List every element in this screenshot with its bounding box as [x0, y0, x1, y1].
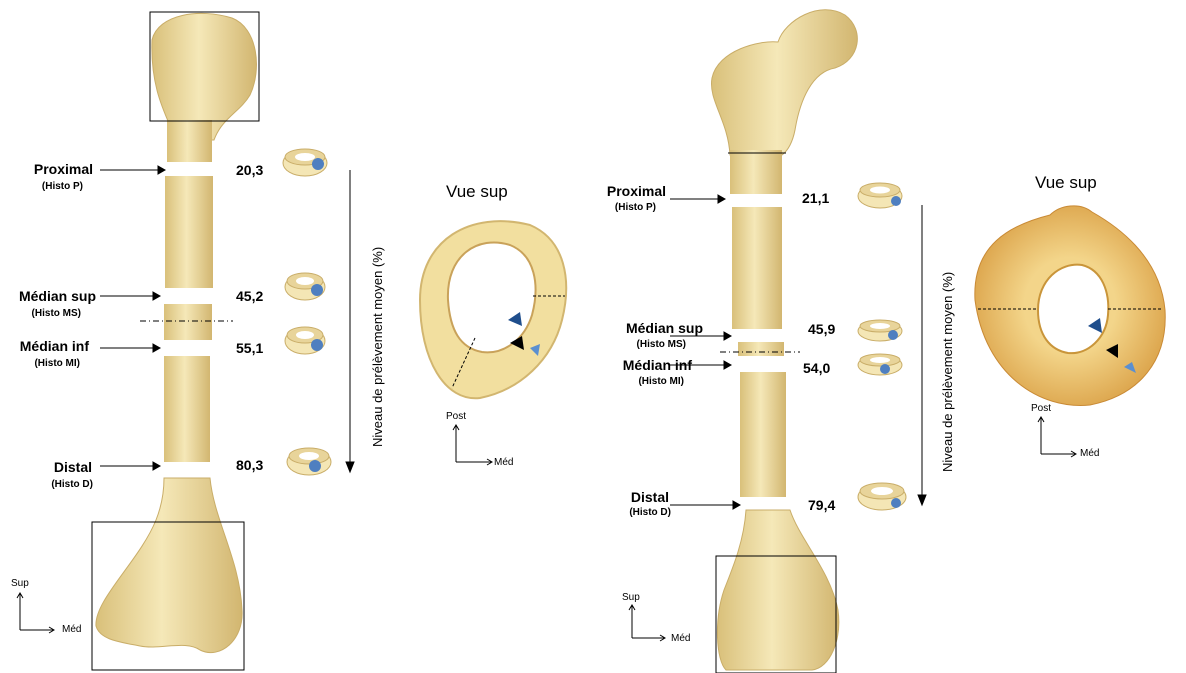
right-median-inf-sub: (Histo MI) [560, 376, 684, 388]
right-femur-shaft-3 [740, 372, 786, 497]
left-humerus [17, 12, 566, 670]
left-ring-median-inf [285, 327, 325, 354]
left-distal-sub: (Histo D) [0, 479, 93, 491]
right-proximal-sub: (Histo P) [560, 202, 656, 214]
left-corner-med: Méd [62, 624, 81, 635]
left-view-axes [453, 425, 492, 465]
right-ring-median-inf [858, 354, 902, 375]
right-view-title: Vue sup [1035, 173, 1097, 193]
left-median-sup-value: 45,2 [236, 288, 263, 304]
left-ring-proximal [283, 149, 327, 176]
right-ring-distal [858, 483, 906, 510]
right-view-med: Méd [1080, 448, 1099, 459]
right-cross-section [975, 206, 1165, 406]
left-view-title: Vue sup [446, 182, 508, 202]
left-proximal-sub: (Histo P) [0, 181, 83, 193]
left-median-sup-label: Médian sup [0, 288, 96, 304]
left-humerus-shaft-1 [167, 120, 212, 162]
left-corner-sup: Sup [11, 578, 29, 589]
right-distal-label: Distal [560, 489, 669, 505]
left-humerus-shaft-2 [165, 176, 213, 288]
right-proximal-value: 21,1 [802, 190, 829, 206]
right-femur-distal [717, 510, 838, 670]
right-femur-shaft-2 [738, 342, 784, 356]
left-section-rings [283, 149, 331, 475]
right-femur-shaft-0 [730, 150, 782, 194]
right-level-axis-label: Niveau de prélèvement moyen (%) [940, 272, 955, 472]
right-median-inf-value: 54,0 [803, 360, 830, 376]
right-median-sup-value: 45,9 [808, 321, 835, 337]
left-view-med: Méd [494, 457, 513, 468]
left-level-axis-label: Niveau de prélèvement moyen (%) [370, 247, 385, 447]
left-proximal-value: 20,3 [236, 162, 263, 178]
left-median-inf-value: 55,1 [236, 340, 263, 356]
right-distal-sub: (Histo D) [560, 507, 671, 519]
right-ring-proximal [858, 183, 902, 208]
left-median-inf-label: Médian inf [0, 338, 89, 354]
right-distal-value: 79,4 [808, 497, 835, 513]
left-median-inf-sub: (Histo MI) [0, 358, 80, 370]
right-corner-sup: Sup [622, 592, 640, 603]
left-corner-axes [17, 593, 54, 633]
left-ring-median-sup [285, 273, 325, 300]
right-level-arrow [918, 205, 926, 505]
left-level-arrow [346, 170, 354, 472]
right-femur-head [711, 10, 857, 155]
right-femur-shaft-1 [732, 207, 782, 329]
right-corner-med: Méd [671, 633, 690, 644]
left-ring-distal [287, 448, 331, 475]
right-corner-axes [629, 605, 665, 641]
right-median-sup-label: Médian sup [560, 320, 703, 336]
right-median-inf-label: Médian inf [560, 357, 692, 373]
left-humerus-distal [96, 478, 242, 653]
left-humerus-shaft-3 [164, 304, 212, 340]
right-femur [629, 10, 1165, 673]
left-cross-section [420, 221, 566, 398]
left-distal-value: 80,3 [236, 457, 263, 473]
right-median-sup-sub: (Histo MS) [560, 339, 686, 351]
left-view-post: Post [446, 411, 466, 422]
left-proximal-label: Proximal [0, 161, 93, 177]
right-ring-median-sup [858, 320, 902, 341]
right-view-post: Post [1031, 403, 1051, 414]
right-view-axes [1038, 417, 1076, 457]
left-humerus-shaft-4 [164, 356, 210, 462]
right-section-rings [858, 183, 906, 510]
left-median-sup-sub: (Histo MS) [0, 308, 81, 320]
right-proximal-label: Proximal [560, 183, 666, 199]
left-pointer-arrows [100, 166, 165, 470]
left-distal-label: Distal [0, 459, 92, 475]
